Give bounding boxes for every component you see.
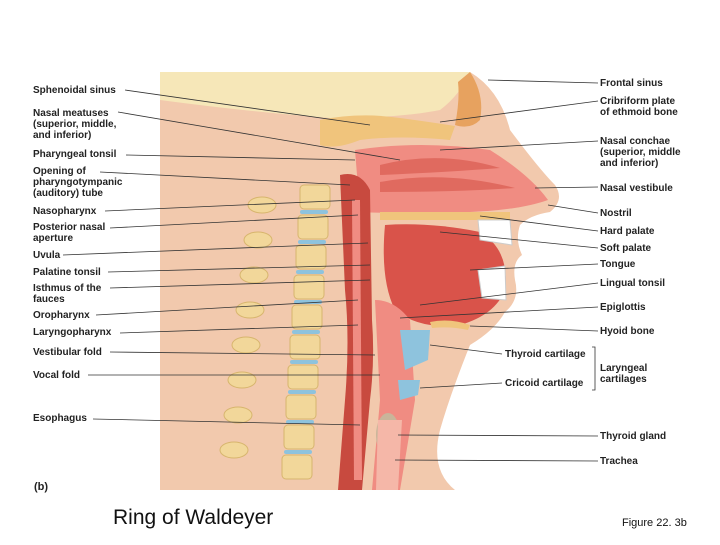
label-nostril: Nostril — [600, 208, 632, 219]
spinous-processes — [219, 196, 277, 459]
label-trachea: Trachea — [600, 456, 638, 467]
label-cricoid-cartilage: Cricoid cartilage — [505, 378, 584, 389]
label-pharyngeal-tonsil: Pharyngeal tonsil — [33, 149, 117, 160]
label-nasal-meatuses: Nasal meatuses (superior, middle, and in… — [33, 108, 117, 141]
skull-base — [320, 115, 455, 147]
label-oropharynx: Oropharynx — [33, 310, 90, 321]
label-isthmus-of-fauces: Isthmus of the fauces — [33, 283, 102, 305]
trachea — [376, 420, 402, 490]
label-cribriform-plate: Cribriform plate of ethmoid bone — [600, 96, 678, 118]
label-thyroid-cartilage: Thyroid cartilage — [505, 349, 586, 360]
hard-palate — [380, 212, 510, 220]
vertebral-column — [281, 184, 331, 480]
label-laryngopharynx: Laryngopharynx — [33, 327, 112, 338]
label-frontal-sinus: Frontal sinus — [600, 78, 663, 89]
label-lingual-tonsil: Lingual tonsil — [600, 278, 665, 289]
label-posterior-nasal-aperture: Posterior nasal aperture — [33, 222, 106, 244]
label-nasopharynx: Nasopharynx — [33, 206, 97, 217]
thyroid-cartilage — [400, 330, 430, 370]
lower-teeth — [477, 265, 507, 301]
intervertebral-discs — [284, 210, 328, 454]
label-laryngeal-cartilages: Laryngeal cartilages — [600, 363, 648, 385]
tongue — [383, 224, 506, 326]
label-hard-palate: Hard palate — [600, 226, 655, 237]
label-esophagus: Esophagus — [33, 413, 87, 424]
label-uvula: Uvula — [33, 250, 61, 261]
caption-title: Ring of Waldeyer — [113, 506, 274, 529]
label-palatine-tonsil: Palatine tonsil — [33, 267, 101, 278]
brain-region — [160, 72, 470, 118]
frontal-bone — [455, 72, 482, 127]
label-nasal-conchae: Nasal conchae (superior, middle and infe… — [600, 136, 681, 169]
label-hyoid-bone: Hyoid bone — [600, 326, 655, 337]
label-vestibular-fold: Vestibular fold — [33, 347, 102, 358]
hyoid-bone — [430, 320, 470, 330]
label-epiglottis: Epiglottis — [600, 302, 646, 313]
laryngeal-bracket — [592, 346, 596, 391]
label-thyroid-gland: Thyroid gland — [600, 431, 667, 442]
label-vocal-fold: Vocal fold — [33, 370, 81, 381]
label-auditory-tube-opening: Opening of pharyngotympanic (auditory) t… — [33, 166, 123, 199]
label-tongue: Tongue — [600, 259, 636, 270]
label-nasal-vestibule: Nasal vestibule — [600, 183, 673, 194]
label-sphenoidal-sinus: Sphenoidal sinus — [33, 85, 116, 96]
label-soft-palate: Soft palate — [600, 243, 652, 254]
leader-lines — [62, 79, 599, 462]
label-panel: (b) — [34, 481, 49, 493]
figure-reference: Figure 22. 3b — [622, 517, 687, 529]
conchae — [380, 158, 500, 175]
cricoid-cartilage — [398, 380, 420, 400]
